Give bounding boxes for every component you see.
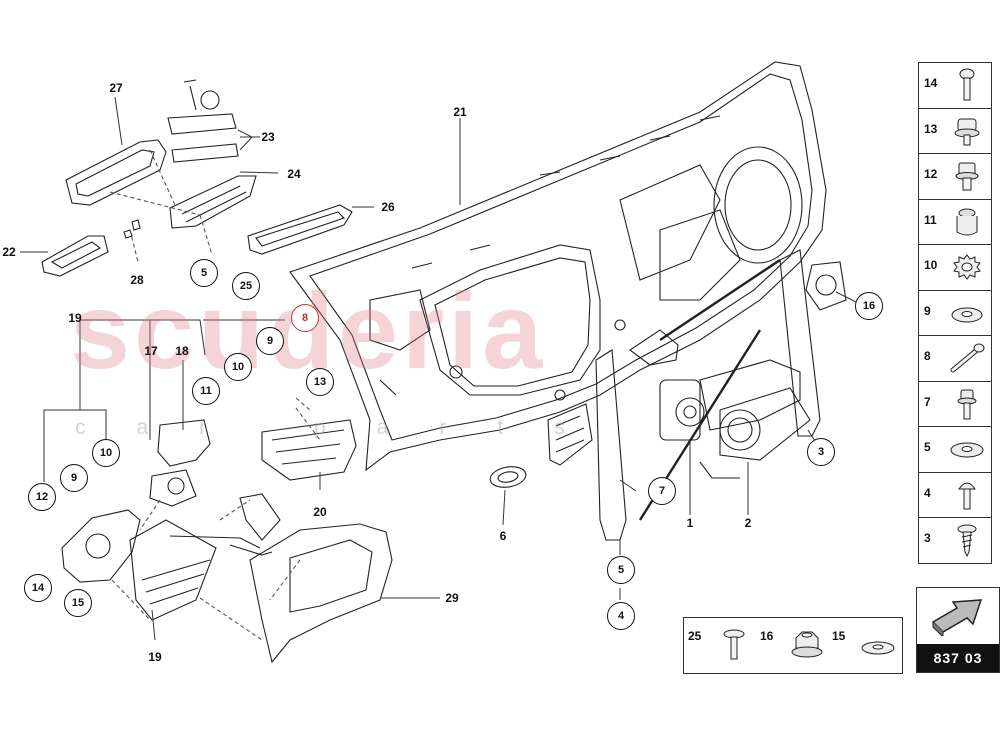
washer-icon (951, 307, 983, 322)
bottom-legend-item[interactable]: 15 (828, 618, 900, 673)
bottom-legend-item[interactable]: 16 (756, 618, 828, 673)
screw-long-icon (959, 68, 975, 101)
callout-2: 2 (744, 516, 752, 530)
legend-row[interactable]: 14 (919, 63, 991, 109)
legend-row[interactable]: 13 (919, 109, 991, 154)
callout-1: 1 (686, 516, 694, 530)
screw-button-icon (958, 482, 976, 509)
circle-callout-8: 8 (291, 304, 319, 332)
circle-callout-16: 16 (855, 292, 883, 320)
legend-row[interactable]: 7 (919, 382, 991, 427)
small-parts-legend: 25 16 15 (683, 617, 903, 674)
door-inner-panel (289, 61, 827, 472)
legend-number: 16 (760, 629, 774, 643)
legend-row[interactable]: 12 (919, 154, 991, 200)
legend-number: 5 (924, 440, 931, 454)
sleeve-icon (956, 208, 978, 235)
legend-number: 13 (924, 121, 938, 136)
callout-24: 24 (287, 167, 301, 181)
bolt-collar-icon (957, 389, 977, 419)
legend-number: 15 (832, 629, 846, 643)
callout-26: 26 (381, 200, 395, 214)
circle-callout-10: 10 (224, 353, 252, 381)
washer-flat-icon (950, 442, 984, 458)
legend-row[interactable]: 8 (919, 336, 991, 382)
self-tapping-screw-icon (957, 524, 977, 558)
callout-6: 6 (499, 529, 507, 543)
legend-row[interactable]: 5 (919, 427, 991, 473)
trim-panel (249, 523, 393, 664)
circle-callout-14: 14 (24, 574, 52, 602)
circle-callout-13: 13 (306, 368, 334, 396)
callout-19-bottom: 19 (148, 650, 162, 664)
callout-17: 17 (144, 344, 158, 358)
circle-callout-15: 15 (64, 589, 92, 617)
bolt-long-icon (950, 343, 985, 373)
grommet-part (489, 466, 527, 488)
legend-number: 3 (924, 531, 931, 545)
legend-number: 25 (688, 629, 702, 643)
screw-flanged-icon (723, 629, 745, 660)
next-page-button[interactable]: 837 03 (916, 587, 1000, 673)
nut-flanged-icon (791, 631, 823, 658)
legend-row[interactable]: 3 (919, 518, 991, 563)
inner-handle-housing (61, 509, 273, 621)
callout-18: 18 (175, 344, 189, 358)
legend-row[interactable]: 4 (919, 473, 991, 518)
circle-callout-5: 5 (190, 259, 218, 287)
circle-callout-10-left: 10 (92, 439, 120, 467)
handle-parts (41, 79, 353, 277)
bottom-legend-item[interactable]: 25 (684, 618, 756, 673)
lock-mechanisms (149, 419, 357, 541)
washer-thin-icon (861, 641, 895, 655)
legend-number: 11 (924, 212, 937, 227)
circle-callout-25: 25 (232, 272, 260, 300)
callout-29: 29 (445, 591, 459, 605)
callout-28: 28 (130, 273, 144, 287)
legend-row[interactable]: 10 (919, 245, 991, 291)
circle-callout-7: 7 (648, 477, 676, 505)
bolt-short-icon (955, 162, 979, 191)
callout-27: 27 (109, 81, 123, 95)
callout-20: 20 (313, 505, 327, 519)
arrow-right-icon (931, 599, 983, 636)
circle-callout-5-right: 5 (607, 556, 635, 584)
circle-callout-9: 9 (256, 327, 284, 355)
page-code: 837 03 (917, 644, 999, 672)
legend-number: 9 (924, 303, 931, 318)
legend-number: 12 (924, 167, 938, 181)
circle-callout-12: 12 (28, 483, 56, 511)
bolt-flanged-icon (954, 118, 980, 145)
legend-number: 14 (924, 76, 938, 90)
lock-washer-icon (953, 254, 981, 280)
legend-row[interactable]: 9 (919, 291, 991, 336)
window-regulator (547, 249, 847, 541)
callout-23: 23 (261, 130, 275, 144)
callout-19-top: 19 (68, 311, 82, 325)
circle-callout-4: 4 (607, 602, 635, 630)
circle-callout-11: 11 (192, 377, 220, 405)
legend-number: 8 (924, 349, 931, 363)
circle-callout-3: 3 (807, 438, 835, 466)
fastener-legend: 14 13 12 11 10 9 8 (918, 62, 992, 564)
legend-row[interactable]: 11 (919, 200, 991, 245)
legend-number: 7 (924, 394, 931, 409)
legend-number: 10 (924, 258, 938, 272)
circle-callout-9-left: 9 (60, 464, 88, 492)
legend-number: 4 (924, 485, 931, 500)
callout-22: 22 (2, 245, 16, 259)
callout-21: 21 (453, 105, 467, 119)
